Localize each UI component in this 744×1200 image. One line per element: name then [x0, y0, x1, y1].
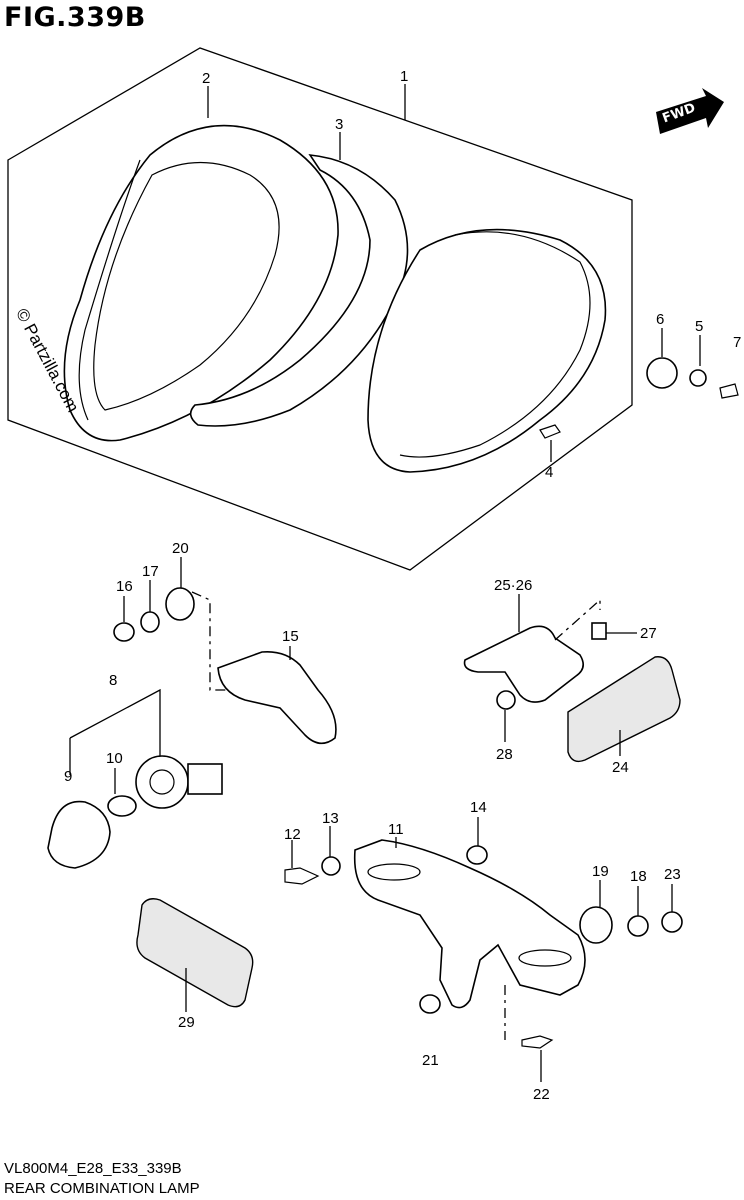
callout-2: 2: [202, 70, 211, 87]
callout-12: 12: [284, 826, 301, 843]
screw-4: [539, 424, 561, 439]
bracket-11-slot-upper: [367, 863, 421, 881]
callout-4: 4: [545, 464, 554, 481]
callout-22: 22: [533, 1086, 550, 1103]
callout-21: 21: [422, 1052, 439, 1069]
callout-10: 10: [106, 750, 123, 767]
grommet-19: [579, 906, 613, 944]
callout-28: 28: [496, 746, 513, 763]
callout-27: 27: [640, 625, 657, 642]
callout-19: 19: [592, 863, 609, 880]
bolt-22: [521, 1035, 554, 1049]
figure-caption: REAR COMBINATION LAMP: [4, 1180, 200, 1197]
callout-5: 5: [695, 318, 704, 335]
callout-14: 14: [470, 799, 487, 816]
screw-27: [591, 622, 607, 640]
callout-15: 15: [282, 628, 299, 645]
callout-18: 18: [630, 868, 647, 885]
callout-8: 8: [109, 672, 118, 689]
callout-1: 1: [400, 68, 409, 85]
callout-6: 6: [656, 311, 665, 328]
bracket-11-slot-lower: [518, 949, 572, 967]
figure-title: FIG.339B: [4, 2, 146, 33]
callout-23: 23: [664, 866, 681, 883]
lamp-base: [367, 228, 607, 473]
gasket: [189, 154, 409, 427]
socket-connector: [187, 763, 223, 795]
callout-24: 24: [612, 759, 629, 776]
reflector-29: [136, 898, 254, 1008]
grommet-6: [646, 357, 678, 389]
callout-11: 11: [388, 821, 404, 838]
callout-17: 17: [142, 563, 159, 580]
bracket-15: [217, 650, 337, 745]
lens-housing-inner: [93, 162, 280, 411]
bulb-10: [107, 795, 137, 817]
callout-20: 20: [172, 540, 189, 557]
cap-21: [419, 994, 441, 1014]
nut-23: [661, 911, 683, 933]
socket-8-inner: [149, 769, 175, 795]
nut-28: [496, 690, 516, 710]
leader-8: [69, 688, 161, 760]
reflector-24: [567, 656, 681, 763]
callout-25-26: 25·26: [494, 577, 533, 594]
lens-9: [47, 800, 111, 869]
socket-8: [135, 755, 189, 809]
spacer-18: [627, 915, 649, 937]
bracket-11: [353, 839, 586, 1009]
washer-5: [689, 369, 707, 387]
callout-3: 3: [335, 116, 344, 133]
spacer-17: [140, 611, 160, 633]
screw-7: [719, 383, 739, 399]
callout-16: 16: [116, 578, 133, 595]
callout-29: 29: [178, 1014, 195, 1031]
lens-housing-rim: [78, 159, 141, 421]
bolt-12: [284, 867, 320, 885]
lens-housing: [63, 124, 339, 442]
callout-7: 7: [733, 334, 742, 351]
grommet-20: [165, 587, 195, 621]
nut-16: [113, 622, 135, 642]
callout-9: 9: [64, 768, 73, 785]
lamp-base-rim: [399, 231, 591, 458]
leader-dash-15: [191, 591, 230, 691]
figure-code: VL800M4_E28_E33_339B: [4, 1160, 182, 1177]
fwd-arrow: [656, 88, 724, 134]
bracket-25-26: [463, 625, 584, 703]
washer-13: [321, 856, 341, 876]
nut-14: [466, 845, 488, 865]
callout-13: 13: [322, 810, 339, 827]
assembly-outline: [7, 47, 633, 571]
